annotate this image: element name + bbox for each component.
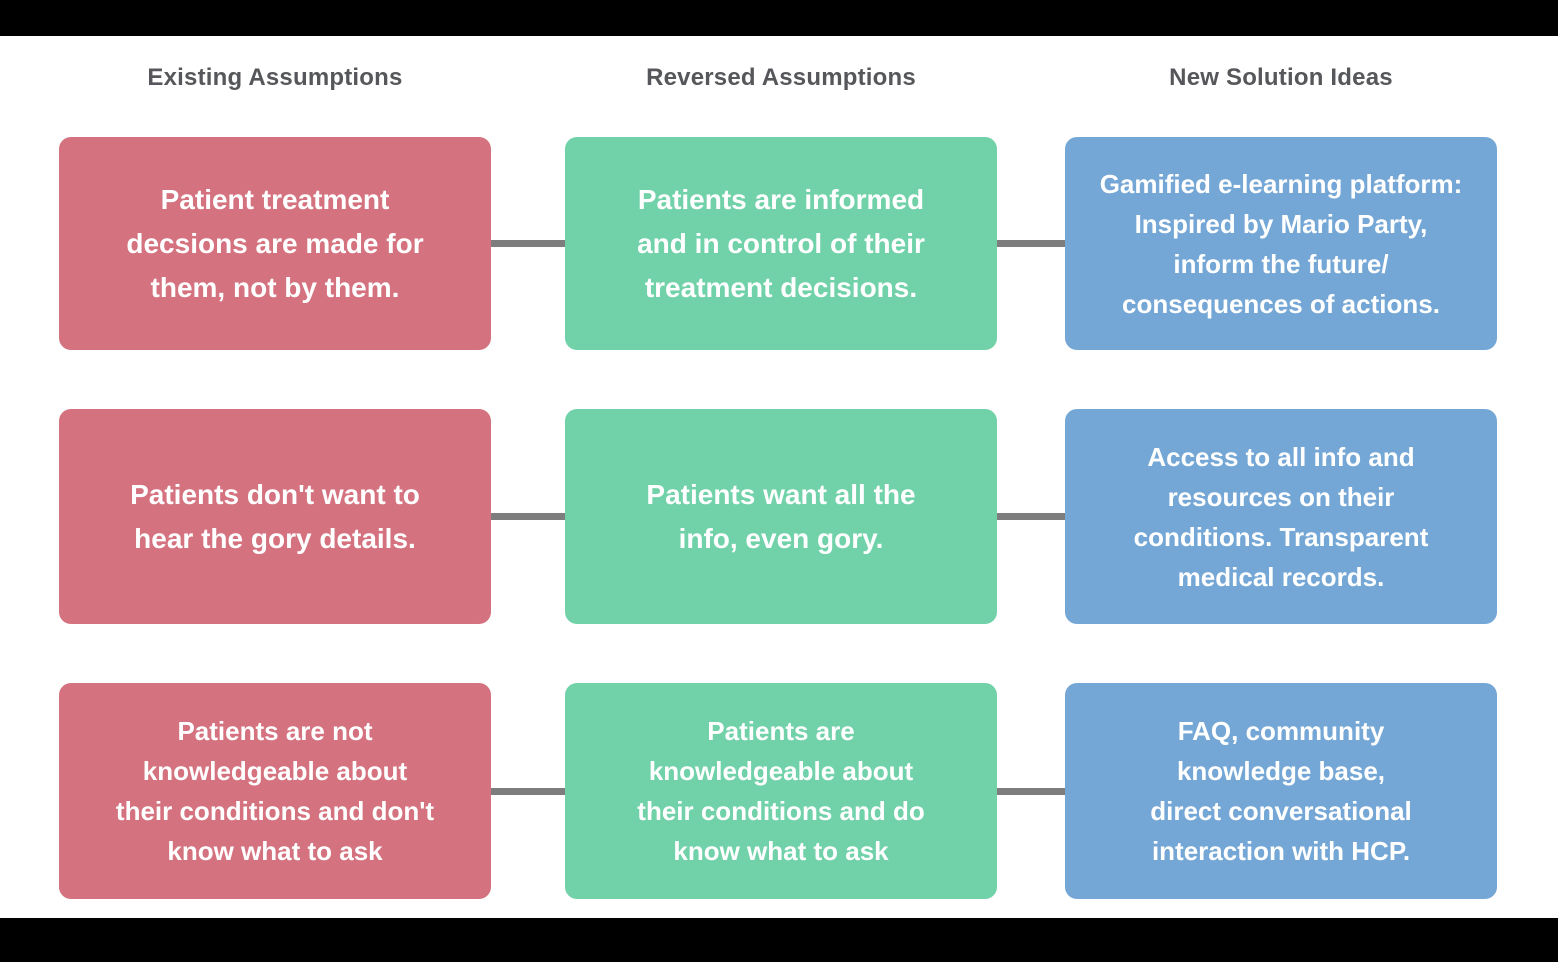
connector-reversed-to-ideas-row2 bbox=[989, 513, 1073, 520]
solution-idea-box-row2: Access to all info and resources on thei… bbox=[1065, 409, 1497, 624]
box-text: Patients are informed and in control of … bbox=[637, 183, 925, 303]
connector-reversed-to-ideas-row3 bbox=[989, 788, 1073, 795]
connector-existing-to-reversed-row2 bbox=[483, 513, 573, 520]
letterbox-top-bar bbox=[0, 0, 1558, 36]
box-text: Gamified e-learning platform: Inspired b… bbox=[1099, 168, 1463, 319]
box-text: Patient treatment decsions are made for … bbox=[126, 183, 424, 303]
column-header-reversed-assumptions: Reversed Assumptions bbox=[646, 64, 916, 91]
box-text: Patients are not knowledgeable about the… bbox=[115, 716, 435, 866]
box-text: Patients are knowledgeable about their c… bbox=[637, 716, 925, 866]
column-header-new-solution-ideas: New Solution Ideas bbox=[1169, 64, 1393, 91]
box-text: Patients don't want to hear the gory det… bbox=[130, 478, 420, 554]
reversed-assumption-box-row3: Patients are knowledgeable about their c… bbox=[565, 683, 997, 899]
solution-idea-box-row3: FAQ, community knowledge base, direct co… bbox=[1065, 683, 1497, 899]
connector-reversed-to-ideas-row1 bbox=[989, 240, 1073, 247]
existing-assumption-box-row1: Patient treatment decsions are made for … bbox=[59, 137, 491, 350]
reversed-assumption-box-row2: Patients want all the info, even gory. bbox=[565, 409, 997, 624]
solution-idea-box-row1: Gamified e-learning platform: Inspired b… bbox=[1065, 137, 1497, 350]
box-text: Access to all info and resources on thei… bbox=[1133, 441, 1429, 592]
column-header-existing-assumptions: Existing Assumptions bbox=[147, 64, 403, 91]
box-text: FAQ, community knowledge base, direct co… bbox=[1150, 716, 1412, 866]
connector-existing-to-reversed-row3 bbox=[483, 788, 573, 795]
reversed-assumption-box-row1: Patients are informed and in control of … bbox=[565, 137, 997, 350]
box-text: Patients want all the info, even gory. bbox=[646, 478, 916, 554]
connector-existing-to-reversed-row1 bbox=[483, 240, 573, 247]
existing-assumption-box-row3: Patients are not knowledgeable about the… bbox=[59, 683, 491, 899]
letterbox-bottom-bar bbox=[0, 918, 1558, 962]
existing-assumption-box-row2: Patients don't want to hear the gory det… bbox=[59, 409, 491, 624]
